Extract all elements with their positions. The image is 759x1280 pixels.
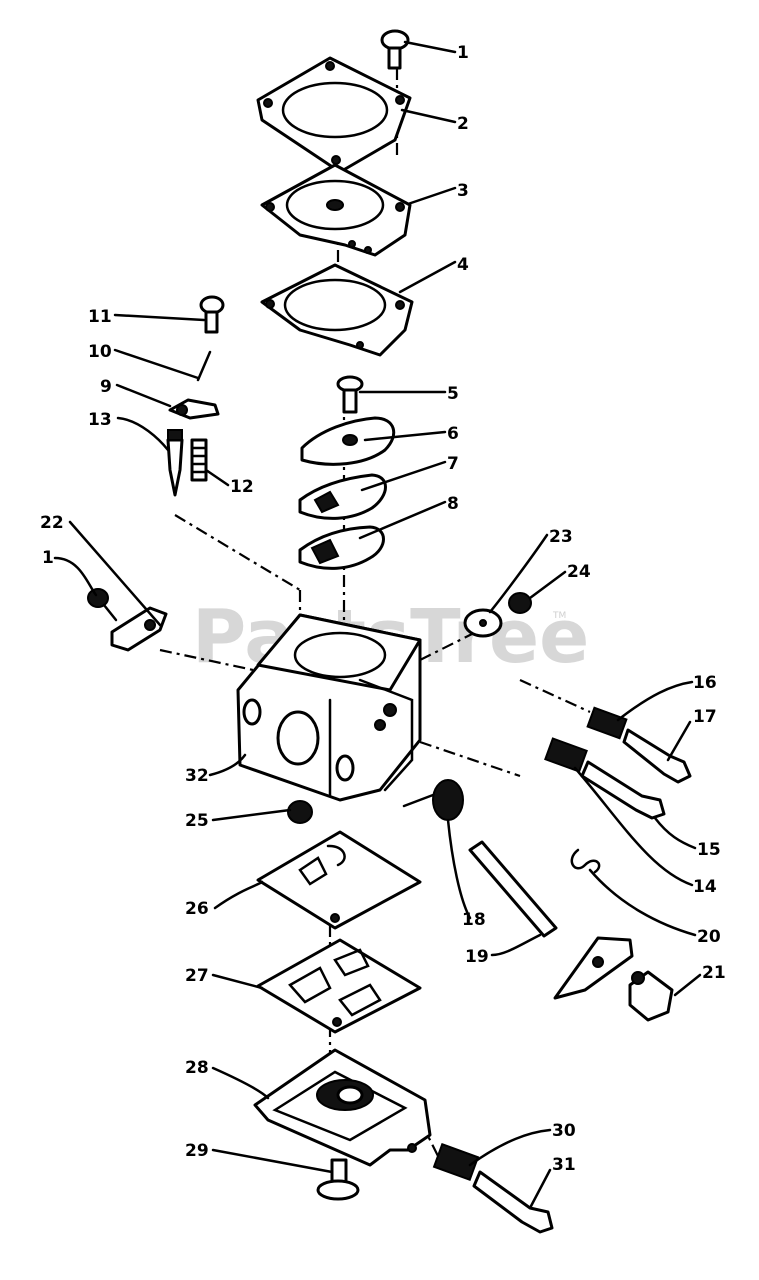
label-11: 11: [88, 307, 112, 327]
lever-7: [298, 473, 387, 520]
label-21: 21: [702, 963, 726, 983]
gasket-2: [256, 56, 412, 174]
label-3: 3: [457, 181, 469, 201]
clip-20: [570, 848, 601, 874]
cover-28: [253, 1048, 432, 1167]
axis-line-shaft: [419, 740, 521, 778]
spring-16: [586, 706, 628, 740]
screw-15: [580, 760, 666, 820]
label-6: 6: [447, 424, 459, 444]
label-28: 28: [185, 1058, 209, 1078]
lever-9: [168, 398, 220, 420]
screw-29: [316, 1158, 360, 1201]
label-20: 20: [697, 927, 721, 947]
spring-18: [402, 779, 464, 821]
label-2: 2: [457, 114, 469, 134]
screw-11: [199, 295, 225, 334]
label-4: 4: [457, 255, 469, 275]
shaft-19: [468, 840, 634, 1000]
label-32: 32: [185, 766, 209, 786]
label-27: 27: [185, 966, 209, 986]
gasket-27: [256, 938, 422, 1034]
label-23: 23: [549, 527, 573, 547]
label-29: 29: [185, 1141, 209, 1161]
label-13: 13: [88, 410, 112, 430]
axis-line-cap: [419, 619, 501, 661]
label-16: 16: [693, 673, 717, 693]
carburetor-body-32: [236, 613, 422, 802]
pin-10: [196, 350, 212, 382]
plate-22: [110, 606, 168, 652]
label-8: 8: [447, 494, 459, 514]
label-26: 26: [185, 899, 209, 919]
cap-23: [463, 608, 503, 638]
axis-line-spring16: [519, 678, 591, 714]
screw-24: [508, 592, 532, 614]
diaphragm-3: [260, 163, 412, 257]
label-17: 17: [693, 707, 717, 727]
screw-31: [472, 1170, 554, 1234]
knob-21: [628, 970, 674, 1022]
label-10: 10: [88, 342, 112, 362]
needle-13: [166, 429, 184, 497]
axis-line-needle: [174, 514, 301, 591]
label-30: 30: [552, 1121, 576, 1141]
label-1-left: 1: [42, 548, 54, 568]
spring-12: [190, 438, 208, 482]
spring-14: [544, 737, 588, 773]
screw-25: [287, 800, 313, 824]
screw-1-top: [380, 29, 410, 70]
screw-17: [622, 728, 692, 784]
screw-1-left: [87, 588, 118, 622]
label-22: 22: [40, 513, 64, 533]
label-19: 19: [465, 947, 489, 967]
label-5: 5: [447, 384, 459, 404]
label-12: 12: [230, 477, 254, 497]
label-25: 25: [185, 811, 209, 831]
label-14: 14: [693, 877, 717, 897]
lever-6: [300, 416, 396, 466]
gasket-26: [256, 830, 422, 930]
spring-30: [432, 1142, 480, 1182]
gasket-4: [260, 263, 414, 357]
label-9: 9: [100, 377, 112, 397]
label-15: 15: [697, 840, 721, 860]
label-7: 7: [447, 454, 459, 474]
label-24: 24: [567, 562, 591, 582]
screw-5: [336, 375, 364, 414]
label-1: 1: [457, 43, 469, 63]
label-31: 31: [552, 1155, 576, 1175]
watermark-tm: TM: [552, 611, 566, 621]
leader-lines: [53, 40, 702, 1210]
label-18: 18: [462, 910, 486, 930]
